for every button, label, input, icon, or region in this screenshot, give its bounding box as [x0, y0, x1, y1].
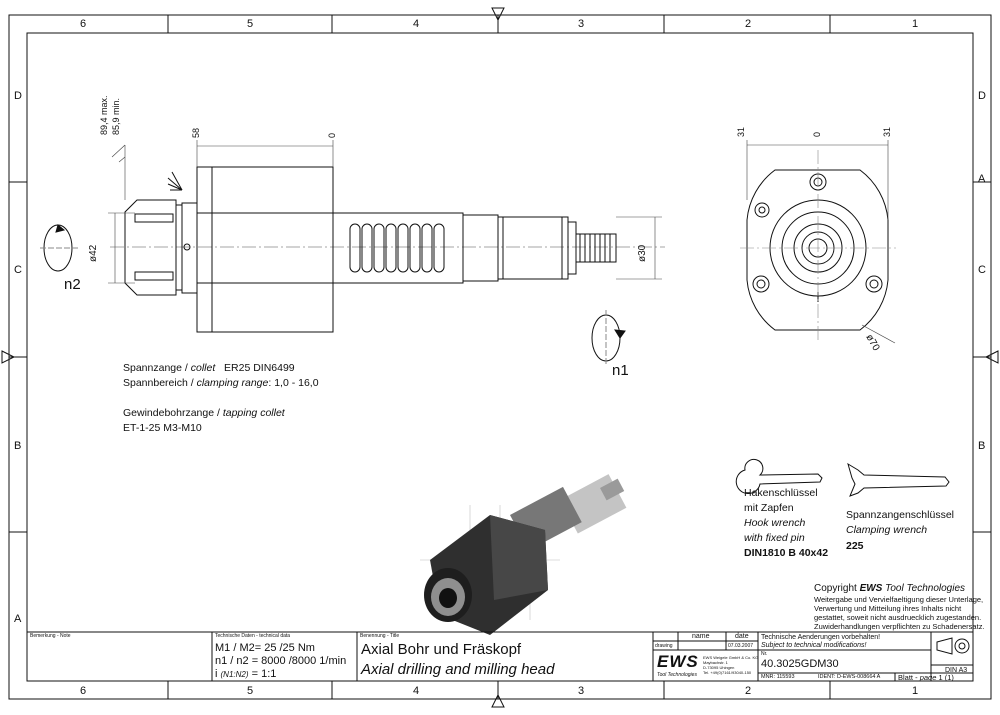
dim-front-31-left: 31: [736, 126, 746, 137]
gear-teeth: [349, 223, 445, 273]
side-dimensions: [108, 140, 662, 284]
column-name: name: [692, 633, 710, 640]
clamp-wrench-de: Spannzangenschlüssel: [846, 509, 954, 521]
column-label-3-bottom: 3: [578, 685, 585, 697]
column-label-5: 5: [247, 18, 254, 30]
hook-wrench-code: DIN1810 B 40x42: [744, 547, 829, 559]
title-block-lines: [27, 631, 973, 681]
row-label-b: B: [14, 440, 22, 452]
title-english: Axial drilling and milling head: [361, 661, 555, 678]
row-label-d-right: D: [978, 90, 986, 102]
hook-wrench-de2: mit Zapfen: [744, 502, 794, 514]
title-german: Axial Bohr und Fräskopf: [361, 641, 522, 658]
dim-front-zero: 0: [812, 131, 822, 137]
side-view: [110, 166, 665, 333]
ident-number: IDENT: D-EWS-008664 A: [818, 674, 881, 680]
drawing-date: 07.03.2007: [728, 643, 754, 649]
company-line-2: Maybachstr. 1: [703, 660, 728, 665]
tech-data-label: Technische Daten - technical data: [215, 633, 291, 639]
column-label-2-bottom: 2: [745, 685, 752, 697]
column-label-1: 1: [912, 18, 919, 30]
column-label-1-bottom: 1: [912, 685, 919, 697]
mnr-number: MNR: 115593: [761, 674, 795, 680]
modification-note-de: Technische Aenderungen vorbehalten!: [761, 634, 881, 641]
paper-format: DIN A3: [945, 667, 968, 674]
dim-58: 58: [191, 127, 201, 138]
dim-max-length: 89,4 max.: [99, 95, 109, 135]
modification-note-en: Subject to technical modifications!: [761, 642, 867, 649]
spec-clamping-range: Spannbereich / clamping range: 1,0 - 16,…: [123, 377, 319, 389]
row-label-a-right-upper: A: [978, 173, 986, 185]
dim-min-length: 85,9 min.: [111, 97, 121, 135]
clamp-wrench-drawing: [847, 462, 950, 497]
company-line-1: EWS Weigele GmbH & Co. KG: [703, 655, 759, 660]
product-rendering: [420, 474, 627, 635]
spec-tapping-value: ET-1-25 M3-M10: [123, 422, 202, 434]
front-view: [740, 150, 896, 340]
column-label-4: 4: [413, 18, 420, 30]
centering-marks: [1, 7, 999, 708]
dim-diameter-42: ø42: [88, 244, 99, 262]
rotation-arrows: [40, 224, 626, 365]
dim-zero-side: 0: [327, 132, 337, 138]
title-label: Benennung - Title: [360, 633, 400, 639]
column-label-3: 3: [578, 18, 585, 30]
row-label-c: C: [14, 264, 22, 276]
column-label-6: 6: [80, 18, 87, 30]
column-date: date: [735, 633, 749, 640]
hook-wrench-en2: with fixed pin: [744, 532, 805, 544]
column-label-2: 2: [745, 18, 752, 30]
row-label-d: D: [14, 90, 22, 102]
copyright-line-3: gestattet, soweit nicht ausdruecklich zu…: [814, 613, 982, 622]
tech-ratio: i (N1:N2) = 1:1: [215, 668, 277, 680]
hook-wrench-en1: Hook wrench: [744, 517, 806, 529]
spec-tapping-collet: Gewindebohrzange / tapping collet: [123, 407, 285, 419]
front-dimensions: [746, 140, 896, 344]
projection-symbol: [936, 637, 970, 655]
copyright-line-2: Verwertung und Mitteilung ihres Inhalts …: [814, 604, 962, 613]
hook-wrench-de1: Hakenschlüssel: [744, 487, 818, 499]
remark-label: Bemerkung - Note: [30, 633, 71, 639]
copyright-line-4: Zuwiderhandlungen verpflichten zu Schade…: [814, 622, 985, 631]
row-label-a: A: [14, 613, 22, 625]
row-label-c-right: C: [978, 264, 986, 276]
row-drawing: drawing: [655, 643, 673, 649]
part-number: 40.3025GDM30: [761, 658, 839, 670]
speed-n2: n2: [64, 276, 81, 293]
nr-label: Nr.: [761, 651, 768, 657]
column-label-6-bottom: 6: [80, 685, 87, 697]
tech-torque: M1 / M2= 25 /25 Nm: [215, 642, 315, 654]
copyright-line-1: Weitergabe und Vervielfaeltigung dieser …: [814, 595, 984, 604]
dim-front-31-right: 31: [882, 126, 892, 137]
hook-wrench-drawing: [735, 458, 823, 495]
tech-speed: n1 / n2 = 8000 /8000 1/min: [215, 655, 347, 667]
copyright-heading: Copyright EWS Tool Technologies: [814, 583, 966, 594]
column-label-5-bottom: 5: [247, 685, 254, 697]
sheet-page: Blatt - page 1 (1): [898, 673, 954, 682]
dim-diameter-30: ø30: [637, 244, 648, 262]
ews-logo-sub: Tool Technologies: [657, 672, 697, 678]
company-line-4: Tel. +49(0)7161/93040-150: [703, 670, 752, 675]
ews-logo: EWS: [657, 652, 699, 671]
clamp-wrench-code: 225: [846, 540, 864, 552]
clamp-wrench-en: Clamping wrench: [846, 524, 928, 536]
company-line-3: D-73095 Uhingen: [703, 665, 735, 670]
row-label-b-right: B: [978, 440, 986, 452]
speed-n1: n1: [612, 362, 629, 379]
column-label-4-bottom: 4: [413, 685, 420, 697]
spec-collet: Spannzange / collet ER25 DIN6499: [123, 362, 295, 374]
